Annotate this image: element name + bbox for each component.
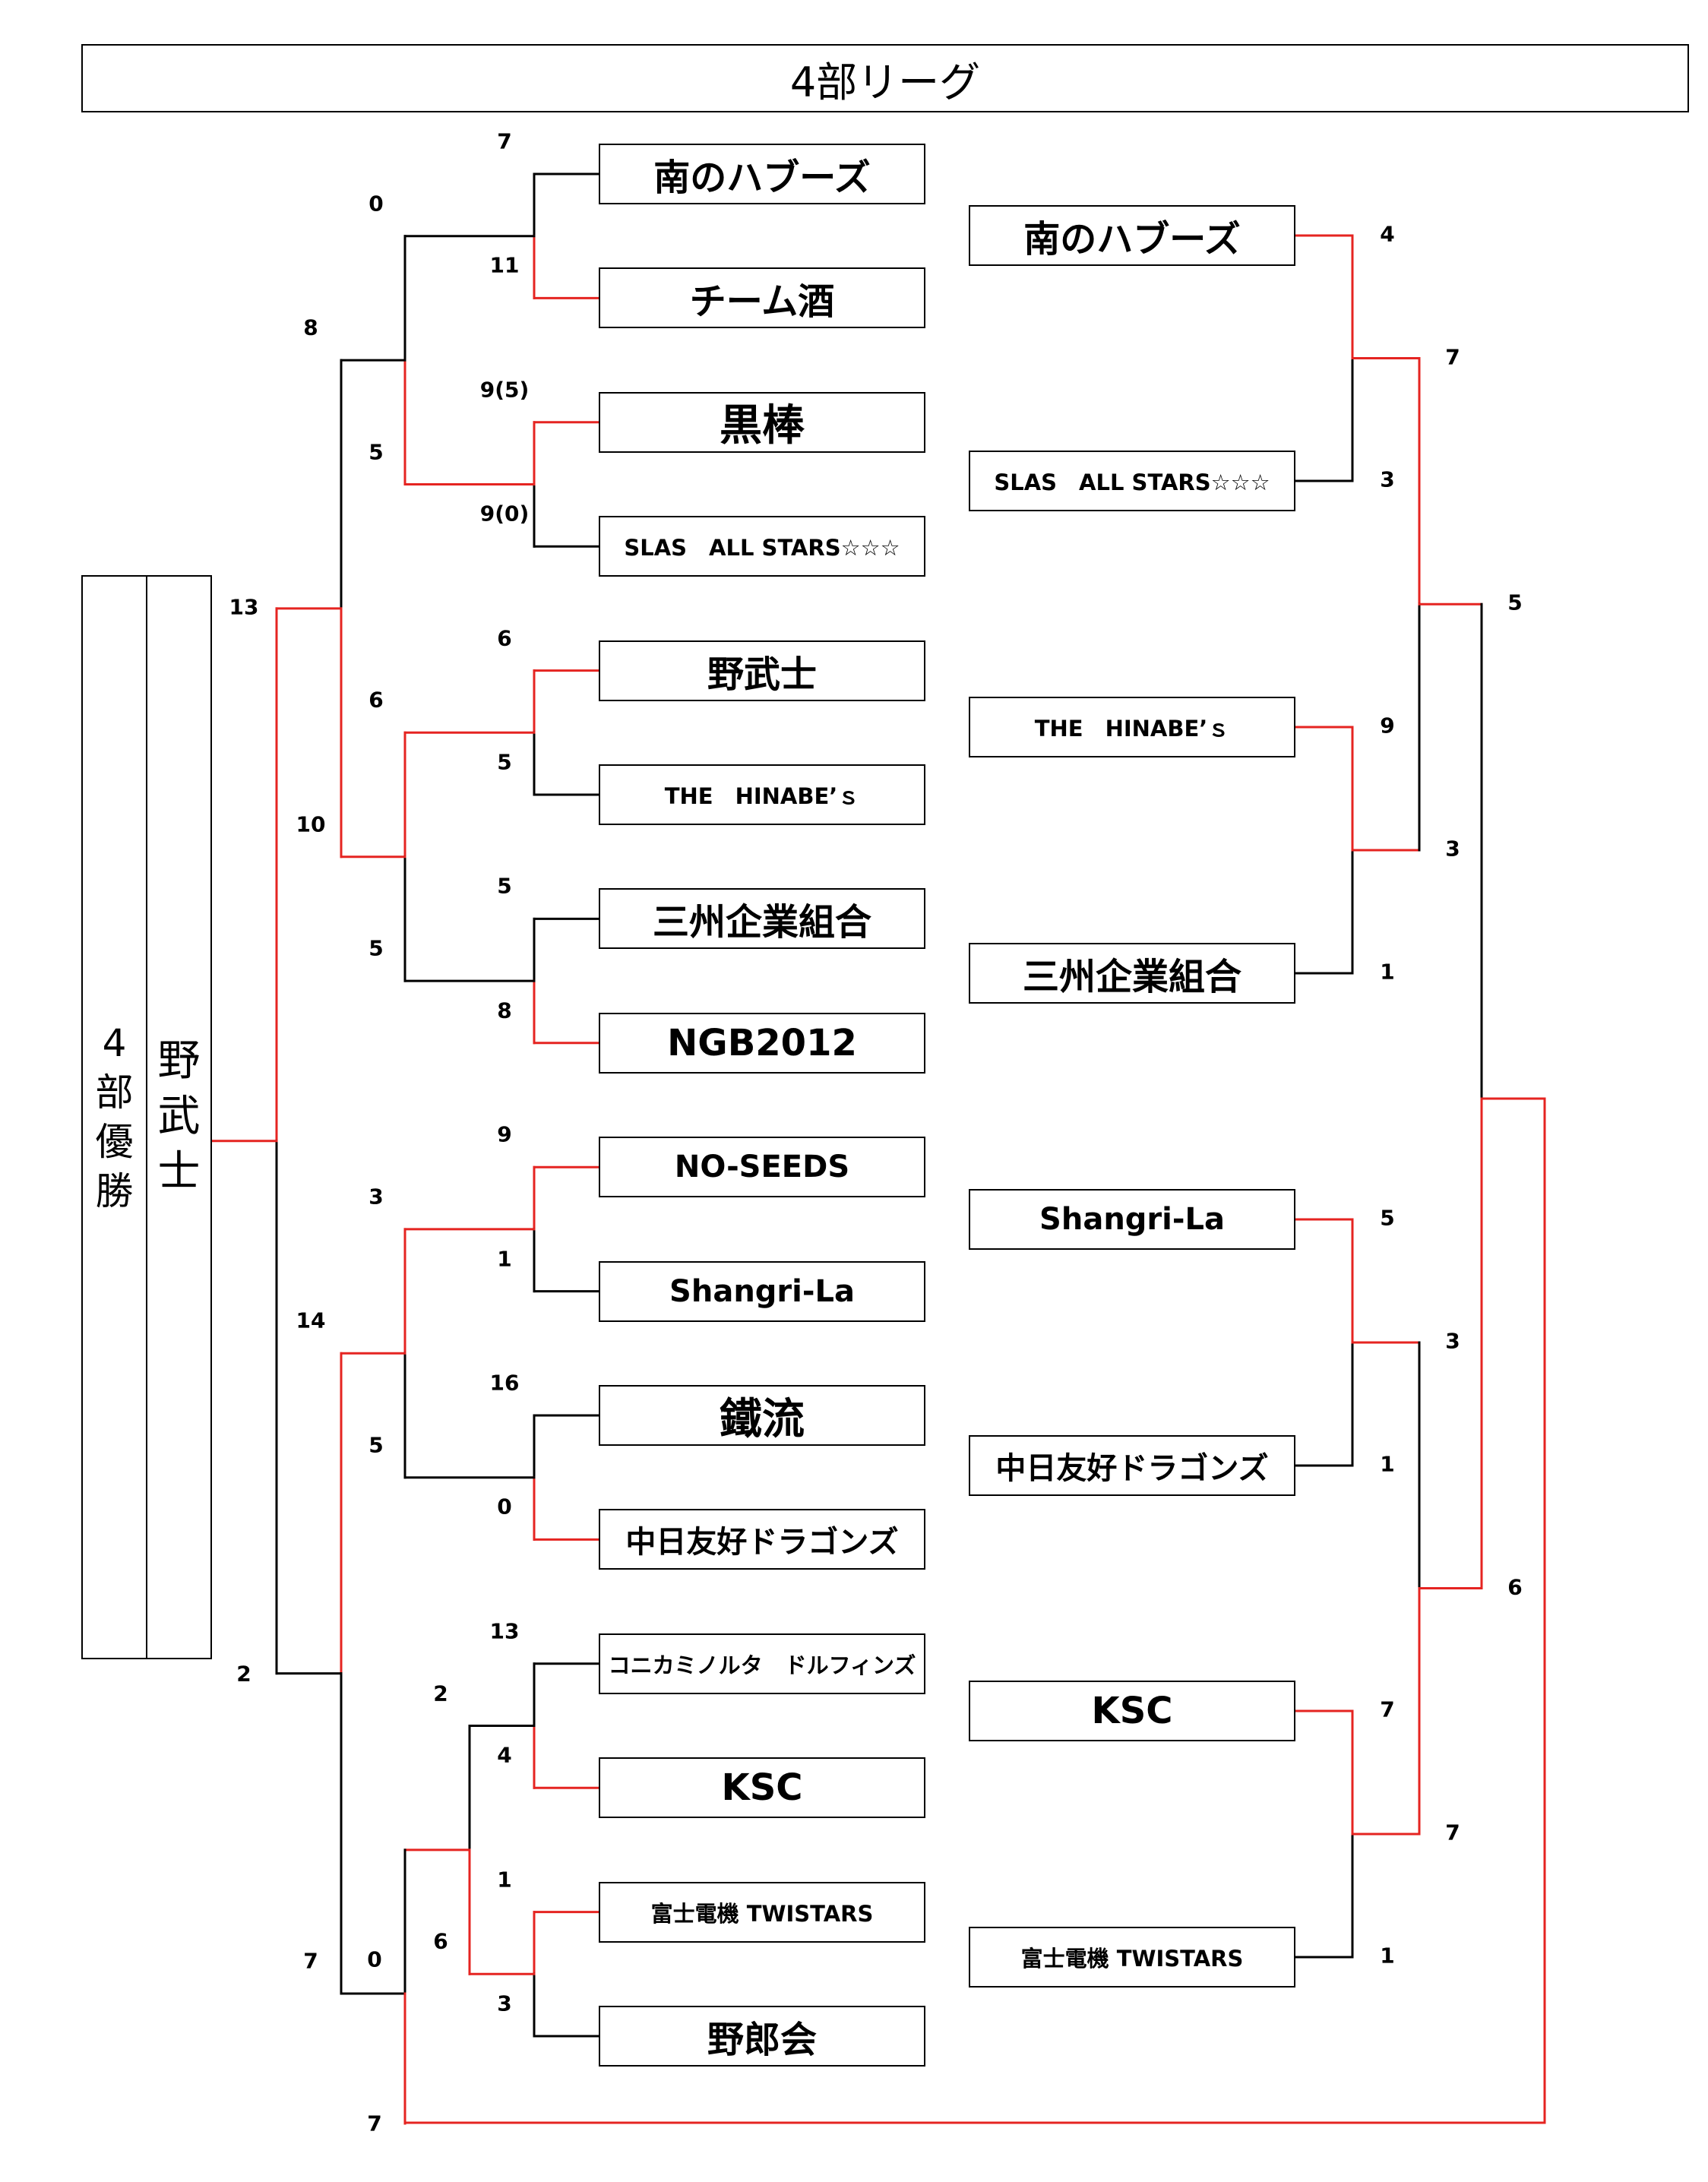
left-team-box: NGB2012 <box>599 1012 925 1074</box>
score-label: 1 <box>497 1867 512 1893</box>
left-team-box: チーム酒 <box>599 267 925 329</box>
score-label: 7 <box>367 2111 382 2136</box>
score-label: 9(5) <box>479 377 530 403</box>
score-label: 2 <box>433 1681 448 1706</box>
score-label: 3 <box>368 1184 384 1210</box>
score-label: 3 <box>1445 836 1460 862</box>
score-label: 7 <box>303 1948 318 1974</box>
score-label: 0 <box>497 1494 512 1519</box>
left-team-box: SLAS ALL STARS☆☆☆ <box>599 516 925 577</box>
score-label: 5 <box>497 873 512 899</box>
score-label: 7 <box>497 128 512 154</box>
score-label: 6 <box>497 625 512 651</box>
champion-label: 4部優勝 <box>95 1020 134 1213</box>
score-label: 11 <box>489 252 520 278</box>
score-label: 5 <box>1380 1205 1395 1231</box>
score-label: 14 <box>296 1308 326 1333</box>
champion-label-cell: 4部優勝 <box>83 577 146 1658</box>
right-team-box: SLAS ALL STARS☆☆☆ <box>969 451 1295 511</box>
score-label: 5 <box>368 935 384 961</box>
score-label: 1 <box>497 1246 512 1272</box>
score-label: 1 <box>1380 1451 1395 1477</box>
score-label: 4 <box>497 1742 512 1768</box>
score-label: 16 <box>489 1370 520 1396</box>
left-team-box: 南のハブーズ <box>599 144 925 204</box>
score-label: 9(0) <box>479 501 530 527</box>
champion-box: 4部優勝 野武士 <box>81 575 212 1659</box>
score-label: 8 <box>497 998 512 1023</box>
left-team-box: 富士電機 TWISTARS <box>599 1881 925 1943</box>
score-label: 7 <box>1445 344 1460 369</box>
left-team-box: 中日友好ドラゴンズ <box>599 1509 925 1570</box>
score-label: 5 <box>368 439 384 464</box>
score-label: 3 <box>1380 466 1395 492</box>
score-label: 13 <box>229 594 259 620</box>
score-label: 5 <box>497 749 512 775</box>
score-label: 1 <box>1380 1943 1395 1969</box>
score-label: 7 <box>1380 1697 1395 1722</box>
score-label: 2 <box>236 1661 251 1687</box>
right-team-box: KSC <box>969 1681 1295 1741</box>
score-label: 0 <box>367 1946 382 1972</box>
left-team-box: 鐵流 <box>599 1385 925 1446</box>
score-label: 5 <box>1507 590 1523 615</box>
left-team-box: 三州企業組合 <box>599 888 925 950</box>
score-label: 0 <box>368 191 384 217</box>
score-label: 13 <box>489 1618 520 1644</box>
right-team-box: THE HINABE’ｓ <box>969 697 1295 757</box>
champion-team: 野武士 <box>157 1036 201 1197</box>
score-label: 5 <box>368 1432 384 1458</box>
score-label: 6 <box>368 687 384 713</box>
score-label: 6 <box>1507 1574 1523 1599</box>
right-team-box: 南のハブーズ <box>969 205 1295 266</box>
score-label: 9 <box>1380 713 1395 738</box>
left-team-box: KSC <box>599 1757 925 1819</box>
champion-team-cell: 野武士 <box>146 577 210 1658</box>
score-label: 8 <box>303 315 318 340</box>
right-team-box: Shangri-La <box>969 1189 1295 1250</box>
left-team-box: 黒棒 <box>599 391 925 453</box>
left-team-box: 野武士 <box>599 640 925 701</box>
right-team-box: 中日友好ドラゴンズ <box>969 1435 1295 1496</box>
score-label: 7 <box>1445 1820 1460 1845</box>
score-label: 4 <box>1380 221 1395 247</box>
left-team-box: NO-SEEDS <box>599 1137 925 1198</box>
score-label: 3 <box>497 1991 512 2016</box>
score-label: 3 <box>1445 1328 1460 1354</box>
score-label: 10 <box>296 811 326 837</box>
score-label: 9 <box>497 1121 512 1147</box>
right-team-box: 三州企業組合 <box>969 943 1295 1004</box>
left-team-box: 野郎会 <box>599 2006 925 2067</box>
left-team-box: コニカミノルタ ドルフィンズ <box>599 1633 925 1694</box>
page-title: 4部リーグ <box>81 44 1689 112</box>
right-team-box: 富士電機 TWISTARS <box>969 1927 1295 1988</box>
left-team-box: Shangri-La <box>599 1260 925 1322</box>
left-team-box: THE HINABE’ｓ <box>599 764 925 825</box>
score-label: 6 <box>433 1928 448 1954</box>
score-label: 1 <box>1380 959 1395 985</box>
